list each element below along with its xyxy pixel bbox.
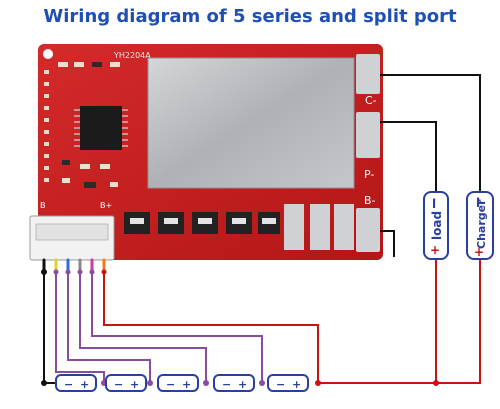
power-pads [284,204,354,250]
svg-text:+: + [80,378,89,391]
svg-text:−: − [166,378,175,391]
charger-box: l Charger + [466,191,494,260]
charger-plus-label: + [474,245,484,259]
cell-3: − + [157,374,199,392]
cell-4: − + [213,374,255,392]
wire-c-minus-to-charger [380,74,481,192]
balance-tap-wires [55,272,263,383]
wire-p-minus-to-load [380,121,437,192]
pad-label-b-minus: B- [364,194,376,207]
wire-charger-plus [436,259,481,384]
svg-text:+: + [238,378,247,391]
svg-text:−: − [276,378,285,391]
load-plus-label: + [430,243,440,257]
junction-dots [41,269,439,386]
connector-wires [42,258,106,274]
diagram-title: Wiring diagram of 5 series and split por… [43,6,457,27]
svg-text:+: + [292,378,301,391]
charger-label: Charger [475,199,488,249]
wire-b-minus-to-cell [43,272,56,384]
svg-text:−: − [64,378,73,391]
balance-connector [29,215,115,261]
pad-label-p-minus: P- [364,168,374,181]
load-box: l load + [423,191,449,260]
svg-text:−: − [114,378,123,391]
svg-text:−: − [222,378,231,391]
cell-1: − + [55,374,97,392]
charger-minus-label: l [476,196,480,210]
wire-b-minus [380,230,395,257]
mosfet-row [124,212,280,234]
ic-chip [74,106,128,150]
metal-shield [147,57,355,189]
wire-b-plus [103,272,319,383]
svg-text:+: + [182,378,191,391]
pad-label-c-minus: C- [365,94,377,107]
smd-components-left [58,62,120,188]
load-label: load [430,211,444,240]
load-minus-label: l [432,197,436,211]
svg-text:+: + [130,378,139,391]
board-model-label: YH2204A [113,51,151,60]
pad-label-b: B [40,201,46,210]
bms-board: YH2204A [38,44,383,260]
cell-2: − + [105,374,147,392]
mount-hole [43,49,53,59]
wire-load-plus [318,259,437,384]
solder-pads-right [356,54,380,252]
cell-5: − + [267,374,309,392]
pcb-pads-left [44,70,49,182]
pad-label-b-plus: B+ [100,201,112,210]
battery-cells: − + − + − + − + − + [55,374,309,392]
